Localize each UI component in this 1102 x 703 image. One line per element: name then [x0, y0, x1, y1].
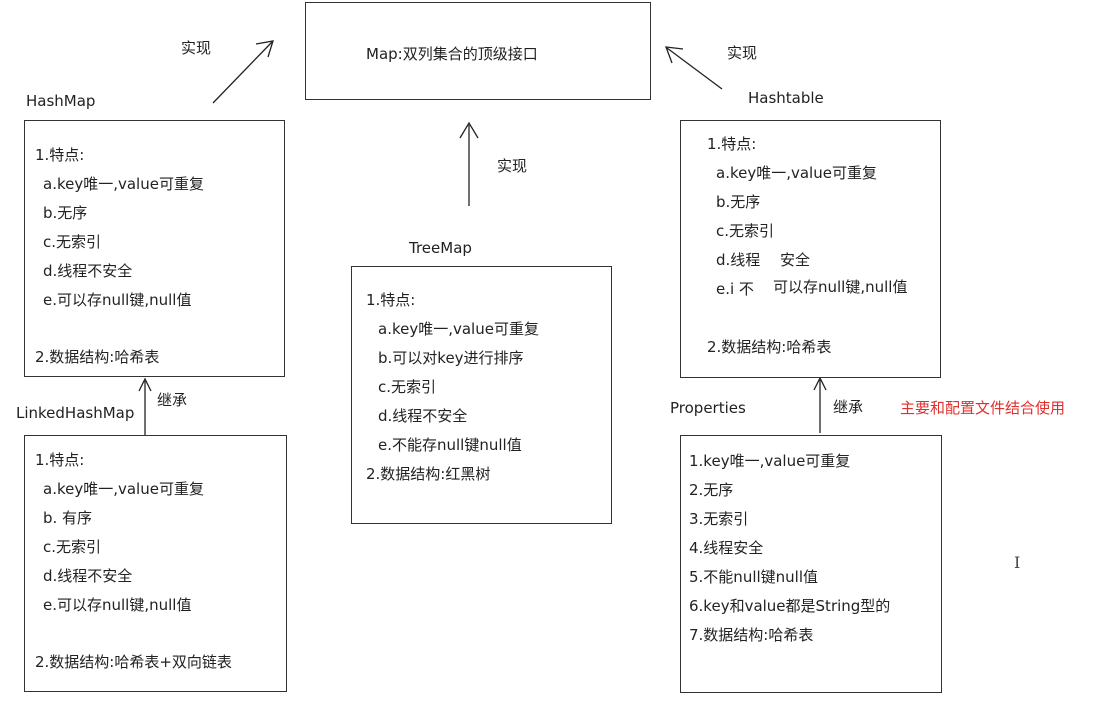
treemap-box: 1.特点: a.key唯一,value可重复 b.可以对key进行排序 c.无索… — [351, 266, 612, 524]
implements-label-right: 实现 — [727, 44, 758, 62]
linkedhashmap-line: c.无索引 — [43, 538, 102, 556]
treemap-line: 1.特点: — [366, 291, 416, 309]
hashmap-line: b.无序 — [43, 204, 88, 222]
properties-line: 3.无索引 — [689, 510, 749, 528]
treemap-title: TreeMap — [409, 239, 472, 257]
properties-line: 7.数据结构:哈希表 — [689, 626, 814, 644]
implements-arrowhead-center — [459, 121, 479, 139]
hashtable-line: 安全 — [780, 251, 811, 269]
treemap-line: b.可以对key进行排序 — [378, 349, 524, 367]
inherits-label-right: 继承 — [833, 398, 864, 416]
map-interface-title: Map:双列集合的顶级接口 — [366, 45, 538, 63]
hashtable-line: 2.数据结构:哈希表 — [707, 338, 832, 356]
hashtable-line: c.无索引 — [716, 222, 775, 240]
treemap-line: e.不能存null键null值 — [378, 436, 522, 454]
hashtable-line: 可以存null键,null值 — [773, 278, 908, 296]
properties-line: 6.key和value都是String型的 — [689, 597, 891, 615]
implements-arrowhead-left — [255, 40, 274, 58]
properties-line: 4.线程安全 — [689, 539, 764, 557]
implements-arrow-right — [666, 47, 723, 90]
hashmap-line: e.可以存null键,null值 — [43, 291, 192, 309]
properties-title: Properties — [670, 399, 746, 417]
hashtable-box: 1.特点: a.key唯一,value可重复 b.无序 c.无索引 d.线程 安… — [680, 120, 941, 378]
inherits-arrowhead-right — [813, 376, 827, 391]
linkedhashmap-title: LinkedHashMap — [16, 404, 135, 422]
implements-arrowhead-right — [665, 46, 684, 64]
properties-line: 1.key唯一,value可重复 — [689, 452, 851, 470]
text-cursor-icon: I — [1014, 553, 1021, 572]
hashmap-line: a.key唯一,value可重复 — [43, 175, 204, 193]
linkedhashmap-line: 1.特点: — [35, 451, 85, 469]
hashmap-line: c.无索引 — [43, 233, 102, 251]
linkedhashmap-line: 2.数据结构:哈希表+双向链表 — [35, 653, 232, 671]
treemap-line: d.线程不安全 — [378, 407, 468, 425]
treemap-line: 2.数据结构:红黑树 — [366, 465, 491, 483]
treemap-line: a.key唯一,value可重复 — [378, 320, 539, 338]
implements-label-center: 实现 — [497, 157, 528, 175]
linkedhashmap-box: 1.特点: a.key唯一,value可重复 b. 有序 c.无索引 d.线程不… — [24, 435, 287, 692]
linkedhashmap-line: e.可以存null键,null值 — [43, 596, 192, 614]
hashtable-line: 1.特点: — [707, 135, 757, 153]
hashtable-line: b.无序 — [716, 193, 761, 211]
properties-box: 1.key唯一,value可重复 2.无序 3.无索引 4.线程安全 5.不能n… — [680, 435, 942, 693]
inherits-label-left: 继承 — [157, 391, 188, 409]
hashmap-box: 1.特点: a.key唯一,value可重复 b.无序 c.无索引 d.线程不安… — [24, 120, 285, 377]
linkedhashmap-line: a.key唯一,value可重复 — [43, 480, 204, 498]
inherits-arrowhead-left — [138, 377, 152, 392]
properties-annotation: 主要和配置文件结合使用 — [900, 399, 1066, 417]
hashmap-title: HashMap — [26, 92, 96, 110]
hashmap-line: 2.数据结构:哈希表 — [35, 348, 160, 366]
linkedhashmap-line: b. 有序 — [43, 509, 93, 527]
treemap-line: c.无索引 — [378, 378, 437, 396]
implements-label-left: 实现 — [181, 39, 212, 57]
hashtable-line: a.key唯一,value可重复 — [716, 164, 877, 182]
linkedhashmap-line: d.线程不安全 — [43, 567, 133, 585]
implements-arrow-left — [212, 41, 273, 104]
hashtable-line: d.线程 — [716, 251, 761, 269]
properties-line: 5.不能null键null值 — [689, 568, 819, 586]
map-interface-box: Map:双列集合的顶级接口 — [305, 2, 651, 100]
hashtable-title: Hashtable — [748, 89, 824, 107]
hashtable-line: e.i 不 — [716, 280, 754, 298]
properties-line: 2.无序 — [689, 481, 734, 499]
hashmap-line: 1.特点: — [35, 146, 85, 164]
hashmap-line: d.线程不安全 — [43, 262, 133, 280]
